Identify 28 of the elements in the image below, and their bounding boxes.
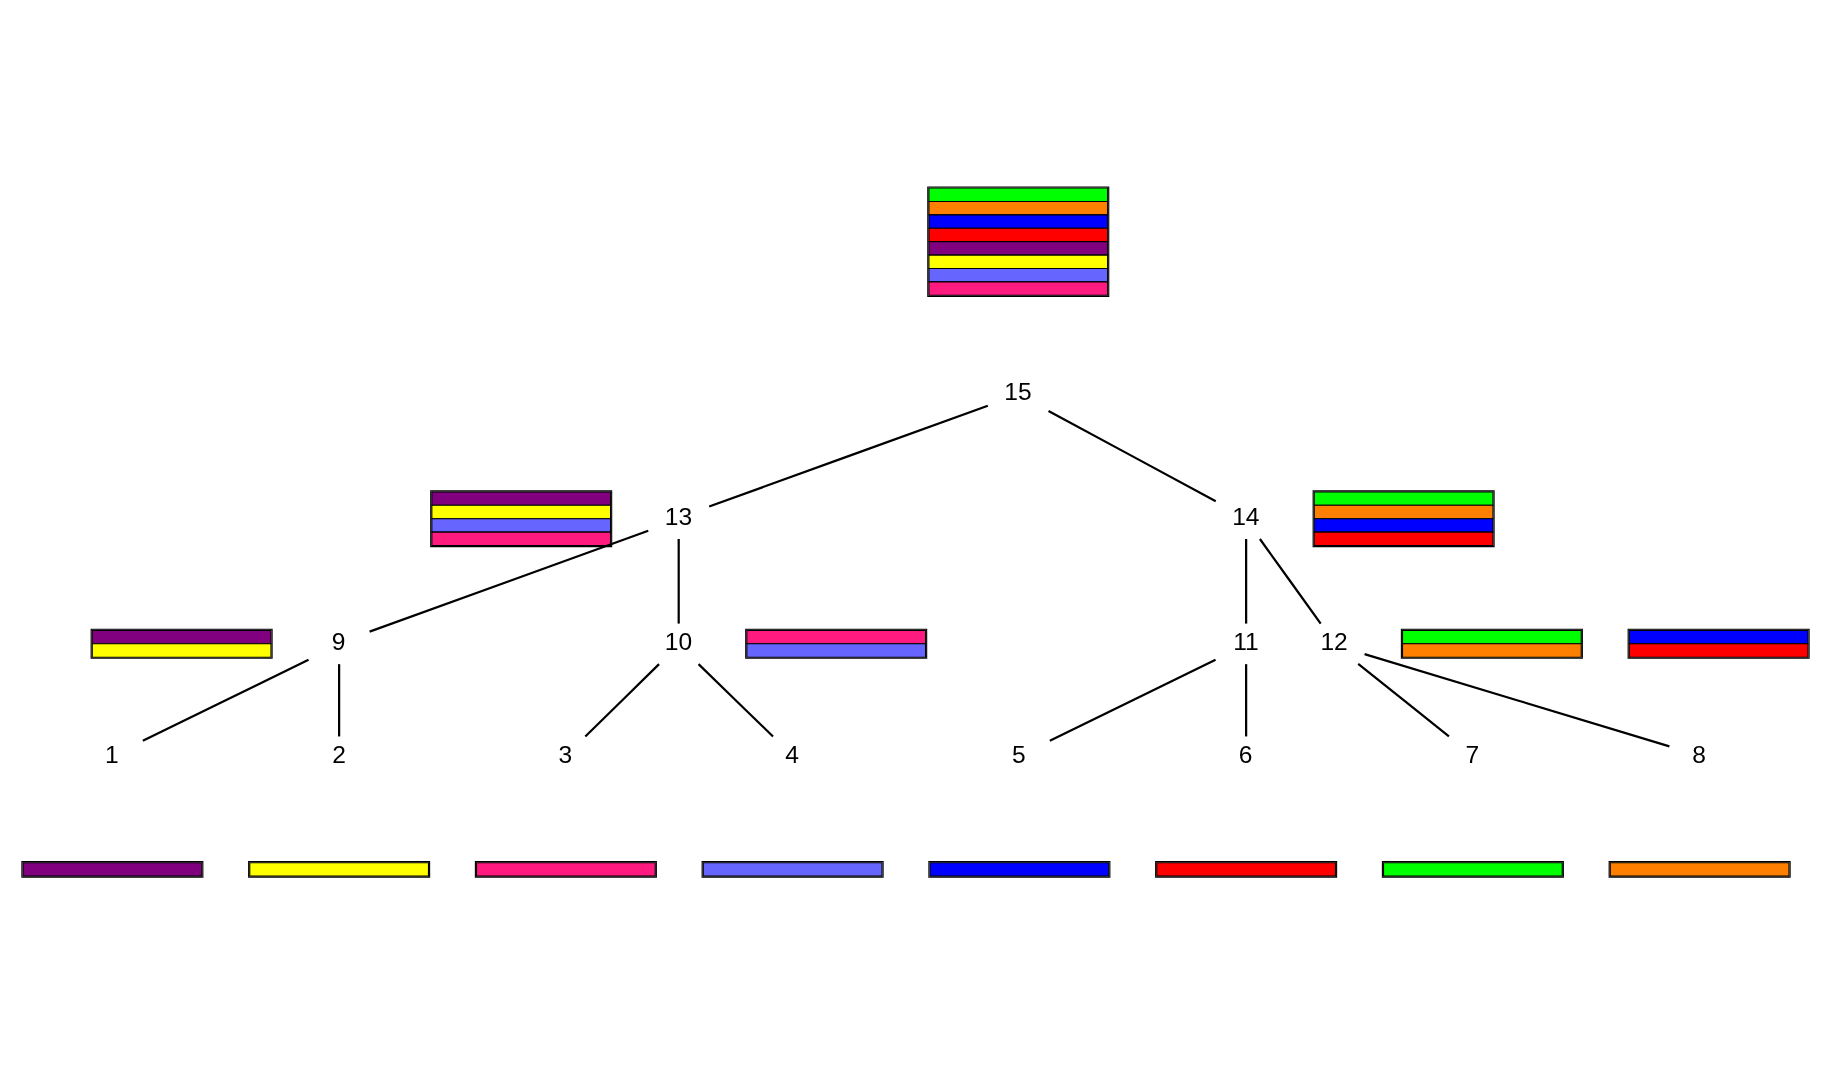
node-text: 3	[558, 740, 573, 768]
connector	[584, 662, 660, 737]
node-text: 11	[1233, 627, 1259, 655]
connector	[1048, 409, 1217, 502]
connector	[1364, 652, 1670, 747]
connector	[1049, 658, 1217, 742]
connector	[1259, 537, 1322, 624]
connector	[677, 538, 680, 624]
connector	[708, 404, 989, 508]
connector	[1245, 538, 1248, 624]
node-text: 13	[664, 502, 693, 530]
node-text: 10	[664, 627, 693, 655]
node-text: 1	[105, 740, 119, 768]
node-text: 12	[1320, 627, 1348, 655]
node-text: 9	[331, 627, 346, 655]
node-text: 2	[332, 740, 346, 768]
connector	[1357, 662, 1450, 737]
connector	[338, 663, 341, 736]
node-text: 7	[1465, 740, 1480, 768]
node-text: 8	[1692, 740, 1707, 768]
node-text: 5	[1012, 740, 1026, 768]
node-text: 15	[1004, 377, 1032, 405]
node-text: 4	[785, 740, 800, 768]
node-text: 6	[1238, 740, 1253, 768]
node-text: 14	[1232, 502, 1260, 530]
connector	[1245, 663, 1248, 736]
connector	[697, 662, 774, 737]
connector	[142, 658, 310, 742]
